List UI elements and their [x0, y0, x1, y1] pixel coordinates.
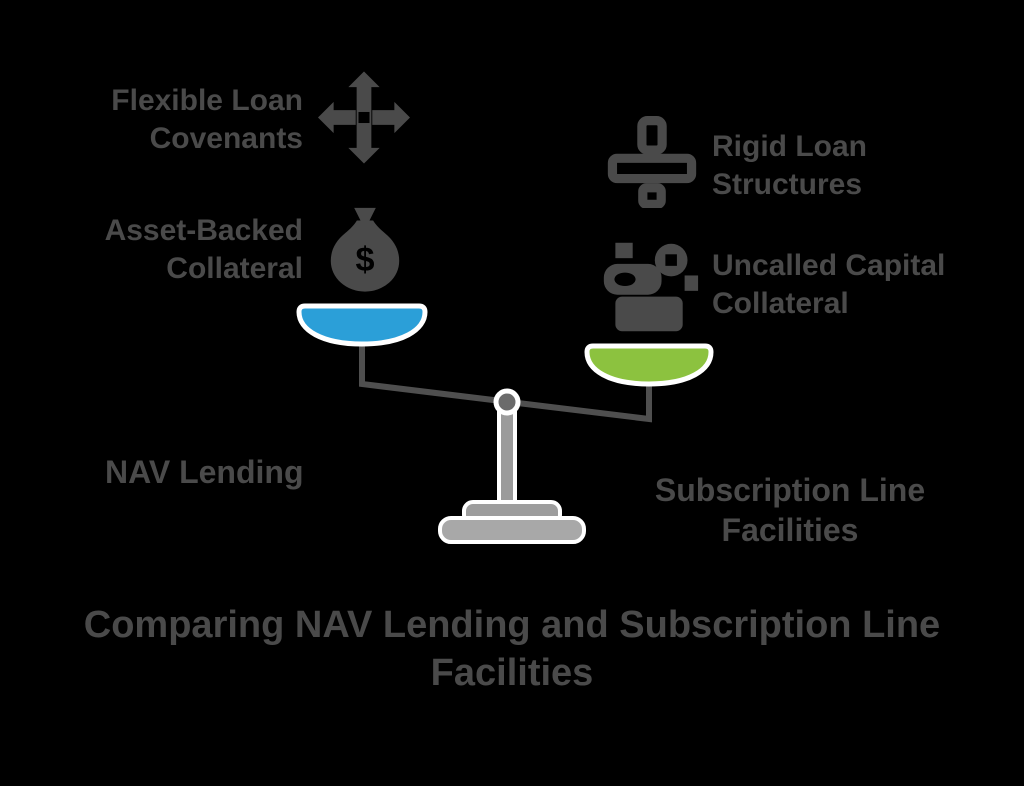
feature-label-line1: Rigid Loan [712, 130, 867, 163]
right-pan [584, 343, 714, 387]
feature-rigid-loan-structures: Rigid Loan Structures [712, 128, 1002, 204]
four-way-arrows-icon [318, 70, 410, 165]
scale-base-lower [438, 516, 586, 544]
feature-label-line2: Collateral [712, 287, 849, 320]
feature-label-line1: Flexible Loan [111, 84, 303, 117]
scale-pivot [493, 388, 521, 416]
feature-label-line1: Asset-Backed [104, 214, 303, 247]
feature-asset-backed-collateral: Asset-Backed Collateral [40, 212, 303, 288]
feature-label-line2: Structures [712, 168, 863, 201]
nav-lending-label: NAV Lending [105, 454, 304, 490]
scale-post [497, 400, 517, 514]
uncalled-capital-icon [600, 238, 700, 336]
svg-text:$: $ [355, 241, 374, 279]
feature-uncalled-capital-collateral: Uncalled Capital Collateral [712, 247, 1012, 323]
money-bag-icon: $ [320, 204, 410, 300]
feature-label-line2: Covenants [149, 122, 303, 155]
subscription-line-facilities-label: Subscription Line Facilities [640, 470, 940, 550]
feature-label-line2: Collateral [166, 252, 303, 285]
rigid-structure-icon [606, 116, 698, 208]
subscription-label-line2: Facilities [721, 512, 859, 548]
feature-flexible-loan-covenants: Flexible Loan Covenants [40, 82, 303, 158]
feature-label-line1: Uncalled Capital [712, 249, 946, 282]
subscription-label-line1: Subscription Line [654, 472, 926, 508]
page-title: Comparing NAV Lending and Subscription L… [83, 604, 941, 694]
left-pan [296, 303, 428, 347]
